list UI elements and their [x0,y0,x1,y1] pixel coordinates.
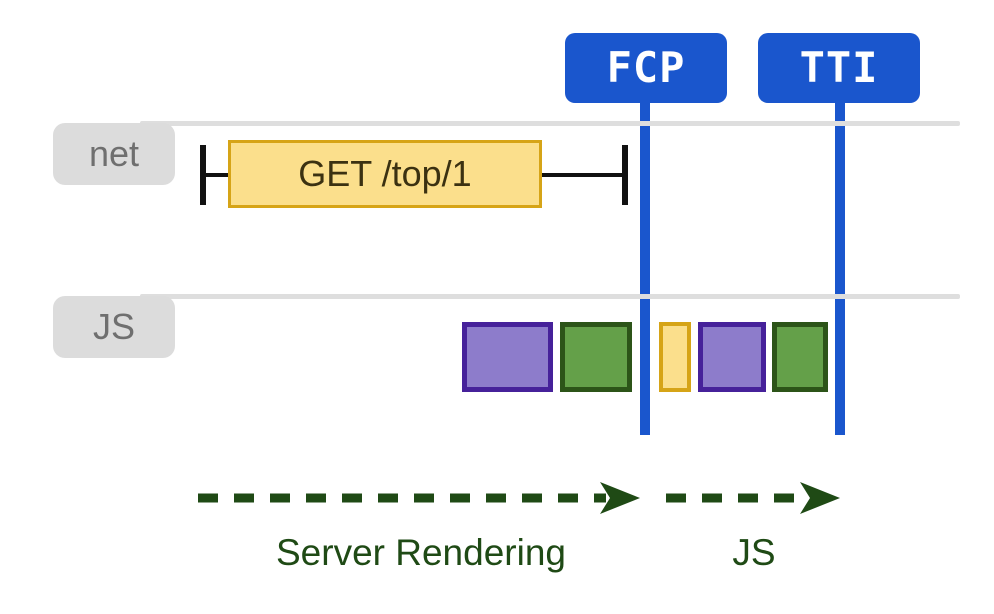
js-lane-label: JS [92,306,135,347]
net-lane-label: net [88,133,140,174]
js-phase-caption: JS [664,534,844,571]
tti-marker-line [835,95,845,435]
js-lane-chip: JS [53,296,175,358]
js-task-block[interactable] [560,322,632,392]
request-end-tick [622,145,628,205]
fcp-marker-line [640,95,650,435]
network-request-bar[interactable]: GET /top/1 [228,140,542,208]
js-lane-rule [140,294,960,299]
js-task-block[interactable] [659,322,691,392]
net-lane-rule [140,121,960,126]
fcp-marker-badge[interactable]: FCP [565,33,727,103]
tti-marker-badge[interactable]: TTI [758,33,920,103]
js-task-block[interactable] [462,322,553,392]
request-end-connector [540,173,624,177]
js-phase-label: JS [732,532,776,573]
server-rendering-caption: Server Rendering [196,534,646,571]
js-task-block[interactable] [772,322,828,392]
net-lane-chip: net [53,123,175,185]
network-request-label: GET /top/1 [298,153,472,194]
server-rendering-label: Server Rendering [276,532,566,573]
tti-marker-label: TTI [799,43,879,92]
js-task-block[interactable] [698,322,766,392]
server-rendering-arrow [198,482,640,514]
js-phase-arrow [666,482,840,514]
fcp-marker-label: FCP [606,43,686,92]
request-start-connector [206,173,230,177]
request-start-tick [200,145,206,205]
